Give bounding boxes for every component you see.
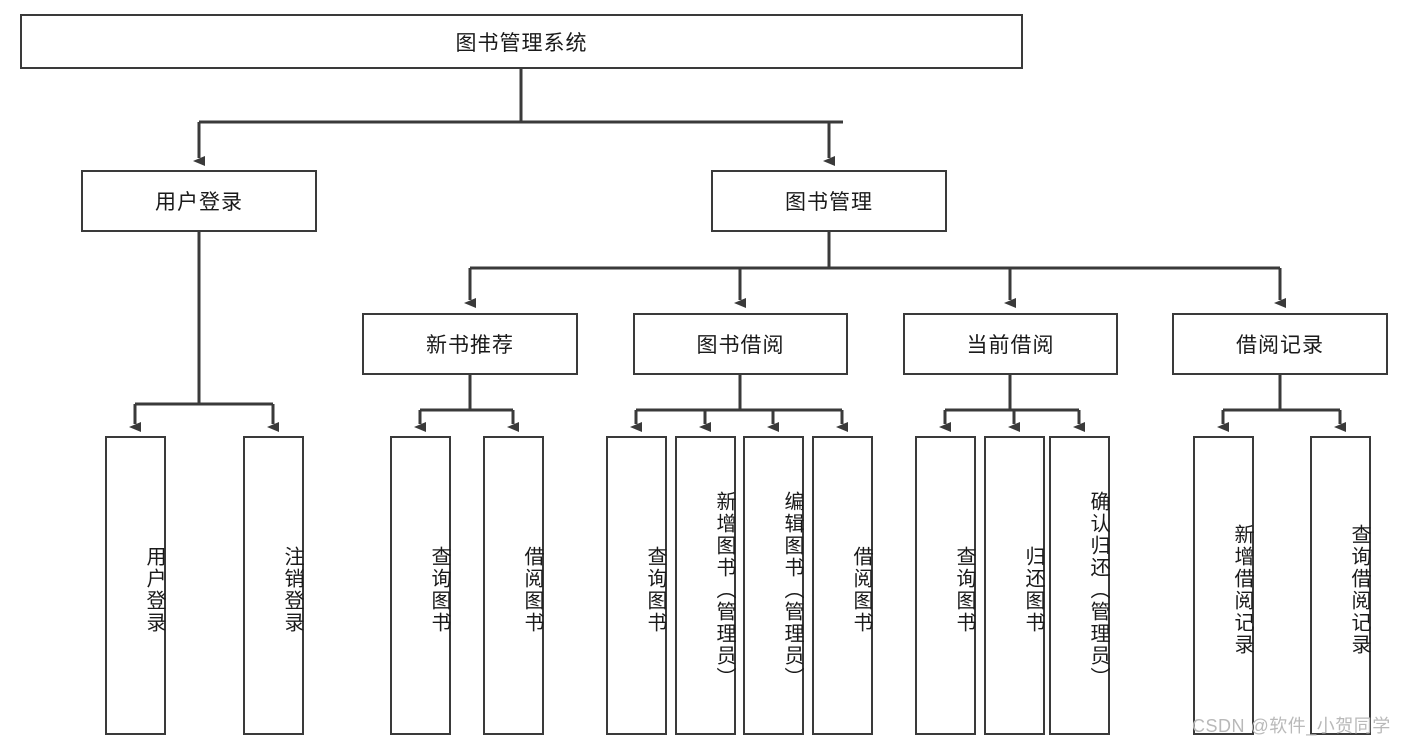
- node-label: 用户登录: [143, 545, 165, 634]
- leaf-user-login-signin[interactable]: 用户登录: [105, 436, 166, 735]
- node-label: 新书推荐: [426, 334, 514, 357]
- node-label: 查询图书: [644, 545, 666, 634]
- leaf-user-login-signout[interactable]: 注销登录: [243, 436, 304, 735]
- node-label: 查询图书: [428, 545, 450, 634]
- leaf-record-add-record[interactable]: 新增借阅记录: [1193, 436, 1254, 735]
- node-label: 查询图书: [953, 545, 975, 634]
- node-label: 借阅图书: [521, 545, 543, 634]
- leaf-borrow-query-book[interactable]: 查询图书: [606, 436, 667, 735]
- node-label: 查询借阅记录: [1348, 523, 1370, 656]
- node-label: 编辑图书（管理员）: [781, 490, 803, 689]
- node-label: 借阅图书: [850, 545, 872, 634]
- leaf-current-query-book[interactable]: 查询图书: [915, 436, 976, 735]
- leaf-recommend-borrow-book[interactable]: 借阅图书: [483, 436, 544, 735]
- leaf-current-confirm-return-admin[interactable]: 确认归还（管理员）: [1049, 436, 1110, 735]
- leaf-borrow-edit-book-admin[interactable]: 编辑图书（管理员）: [743, 436, 804, 735]
- node-label: 图书管理系统: [455, 31, 588, 55]
- node-book-borrow[interactable]: 图书借阅: [633, 313, 848, 375]
- node-label: 归还图书: [1022, 545, 1044, 634]
- leaf-recommend-query-book[interactable]: 查询图书: [390, 436, 451, 735]
- leaf-borrow-add-book-admin[interactable]: 新增图书（管理员）: [675, 436, 736, 735]
- node-label: 借阅记录: [1236, 334, 1324, 357]
- node-label: 确认归还（管理员）: [1087, 490, 1109, 689]
- node-label: 当前借阅: [966, 334, 1055, 357]
- leaf-record-query-record[interactable]: 查询借阅记录: [1310, 436, 1371, 735]
- node-book-management[interactable]: 图书管理: [711, 170, 947, 232]
- leaf-current-return-book[interactable]: 归还图书: [984, 436, 1045, 735]
- node-label: 图书借阅: [696, 334, 785, 357]
- node-label: 图书管理: [785, 191, 873, 214]
- leaf-borrow-borrow-book[interactable]: 借阅图书: [812, 436, 873, 735]
- node-new-book-recommend[interactable]: 新书推荐: [362, 313, 578, 375]
- node-label: 新增图书（管理员）: [713, 490, 735, 689]
- node-root-system[interactable]: 图书管理系统: [20, 14, 1023, 69]
- node-label: 新增借阅记录: [1231, 523, 1253, 656]
- node-borrow-record[interactable]: 借阅记录: [1172, 313, 1388, 375]
- node-label: 用户登录: [155, 191, 243, 214]
- node-user-login[interactable]: 用户登录: [81, 170, 317, 232]
- node-current-borrow[interactable]: 当前借阅: [903, 313, 1118, 375]
- node-label: 注销登录: [281, 545, 303, 634]
